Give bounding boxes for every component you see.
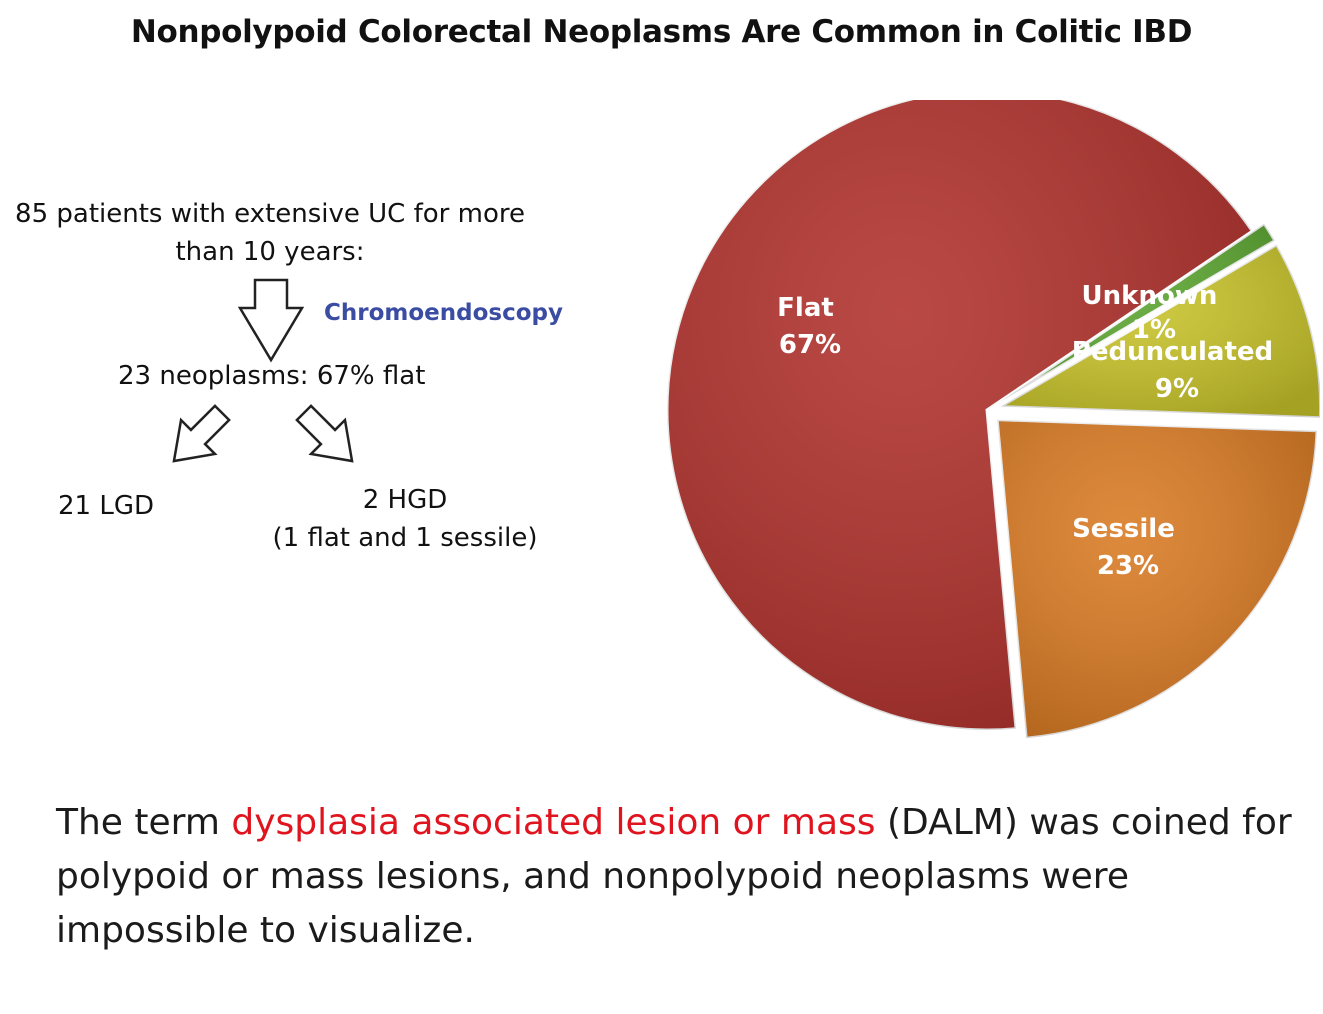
page-title: Nonpolypoid Colorectal Neoplasms Are Com… (130, 14, 1193, 50)
pie-slice-shade-unknown (998, 223, 1275, 403)
pie-label-sessile: Sessile 23% (1072, 514, 1184, 581)
neoplasms-text: 23 neoplasms: 67% flat (118, 361, 426, 391)
patients-text: 85 patients with extensive UC for more t… (0, 195, 540, 271)
pie-slice-shade-sessile (997, 419, 1317, 739)
footer-part-2: (DALM) was coined for polypoid or mass l… (56, 802, 1292, 951)
flat-value: 67% (779, 330, 841, 360)
unknown-name: Unknown (1082, 281, 1218, 311)
hgd-text: 2 HGD (362, 485, 448, 515)
hgd-block: 2 HGD (1 flat and 1 sessile) (260, 481, 550, 557)
lgd-text: 21 LGD (58, 491, 155, 521)
down-right-arrow-icon (295, 404, 354, 463)
footer-highlight: dysplasia associated lesion or mass (231, 802, 876, 843)
patients-line-2: than 10 years: (175, 237, 365, 267)
pie-slice-shade-pedunculated (1000, 244, 1320, 418)
flat-name: Flat (777, 293, 834, 323)
unknown-value: 1% (1132, 315, 1176, 345)
pie-label-flat: Flat 67% (777, 293, 843, 360)
chromoendoscopy-label: Chromoendoscopy (324, 300, 563, 326)
down-left-arrow-icon (172, 404, 231, 463)
pie-slice-shade-flat (667, 100, 1253, 730)
sessile-name: Sessile (1072, 514, 1175, 544)
hgd-detail: (1 flat and 1 sessile) (272, 523, 538, 553)
patients-line-1: 85 patients with extensive UC for more (15, 199, 525, 229)
footer-text: The term dysplasia associated lesion or … (56, 796, 1296, 958)
pie-label-unknown: Unknown 1% (1082, 281, 1227, 345)
footer-part-1: The term (56, 802, 232, 843)
sessile-value: 23% (1097, 551, 1159, 581)
pedunculated-name: Pedunculated (1072, 337, 1273, 367)
pie-label-pedunculated: Pedunculated 9% (1072, 337, 1282, 404)
pie-chart: Flat 67% Unknown 1% Pedunculated 9% Sess… (665, 100, 1320, 740)
down-arrow-icon (237, 278, 305, 363)
pedunculated-value: 9% (1155, 374, 1199, 404)
